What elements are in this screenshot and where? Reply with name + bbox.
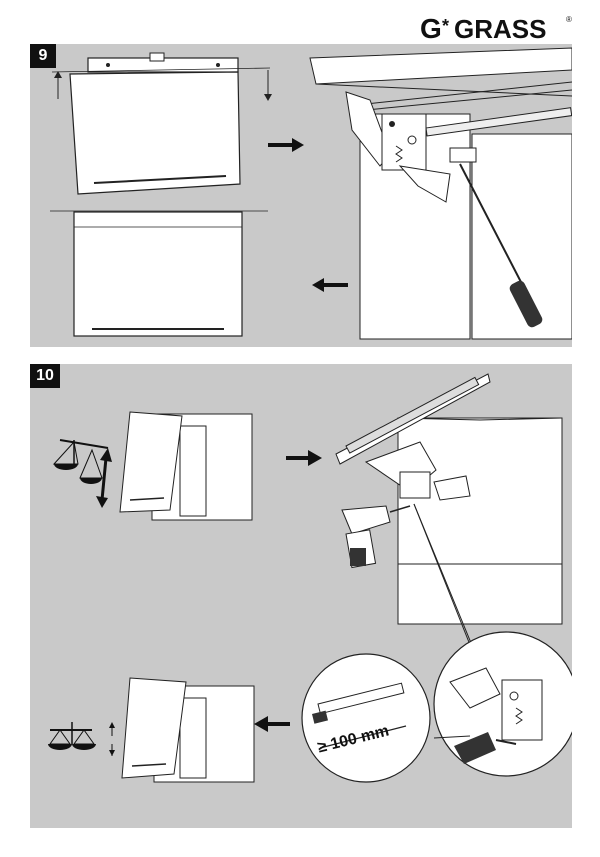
arrow-left-2 <box>254 716 290 732</box>
leveled-flap <box>73 211 243 337</box>
arrow-right <box>268 138 304 152</box>
balance-scale-icon <box>52 439 109 484</box>
step-10-badge: 10 <box>30 364 60 388</box>
grass-logo: G * GRASS ® <box>418 10 578 44</box>
step-10-illustration <box>48 373 572 783</box>
down-arrow <box>264 70 272 101</box>
cabinet-adjustment-detail <box>309 47 572 340</box>
arrow-right-2 <box>286 450 322 466</box>
cabinet-small-bottom <box>121 677 255 783</box>
cabinet-small-top <box>119 411 253 521</box>
up-arrow <box>54 71 62 99</box>
logo-g-letter: G <box>420 13 442 44</box>
logo-wordmark: GRASS <box>454 14 546 44</box>
logo-star: * <box>442 16 449 36</box>
registered-mark: ® <box>566 15 572 24</box>
step-10-panel: 10 <box>30 364 572 828</box>
step-9-illustration <box>50 47 572 340</box>
step-9-badge: 9 <box>30 44 56 68</box>
arrow-left <box>312 278 348 292</box>
drill-detail-callout <box>433 631 572 777</box>
spirit-level <box>87 52 239 73</box>
step-9-panel: 9 <box>30 44 572 347</box>
balance-scale-level-icon <box>48 722 96 750</box>
cabinet-large-open <box>335 373 563 625</box>
small-double-arrow <box>109 722 115 756</box>
measurement-callout <box>301 653 431 783</box>
tilted-flap <box>69 71 241 195</box>
double-arrow <box>96 448 112 508</box>
